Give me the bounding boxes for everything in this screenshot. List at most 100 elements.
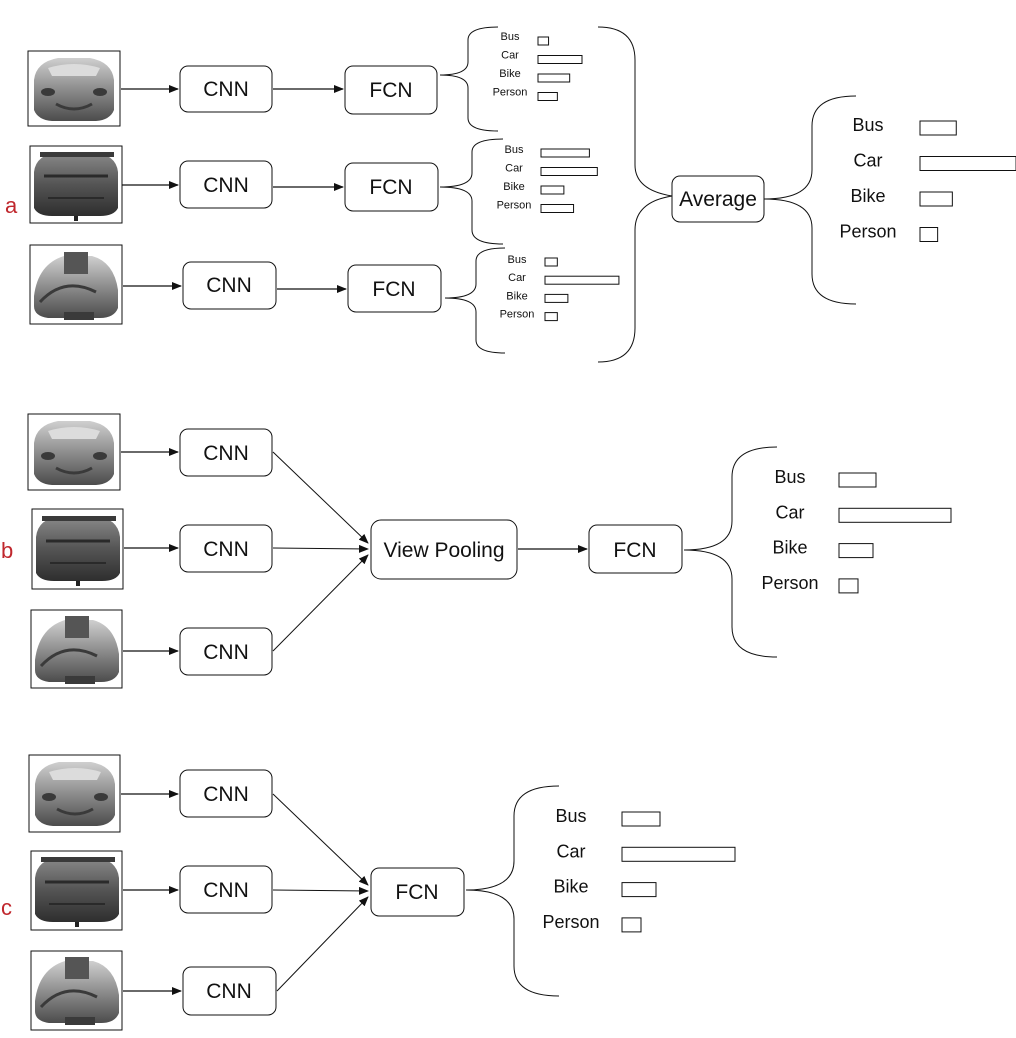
panel-a-letter: a bbox=[5, 193, 18, 218]
cnn-label: CNN bbox=[203, 442, 249, 465]
score-label: Bus bbox=[501, 31, 520, 43]
arrow-cnn-to-pool bbox=[272, 451, 369, 544]
score-label: Bus bbox=[555, 806, 586, 826]
car-front-view-icon bbox=[27, 50, 121, 127]
score-label: Bus bbox=[508, 254, 527, 266]
cnn-label: CNN bbox=[203, 538, 249, 561]
panel-c: c CNN CNN bbox=[1, 754, 736, 1031]
cnn-box bbox=[179, 627, 273, 676]
score-bar bbox=[540, 204, 575, 213]
car-three-quarter-view-icon bbox=[30, 950, 123, 1031]
score-bar bbox=[838, 578, 859, 594]
score-label: Person bbox=[761, 573, 818, 593]
brace bbox=[763, 95, 857, 305]
score-label: Car bbox=[775, 502, 804, 522]
fcn-label: FCN bbox=[369, 79, 412, 102]
car-front-view-icon bbox=[27, 413, 121, 491]
score-label: Bike bbox=[506, 290, 527, 302]
score-bar bbox=[537, 36, 550, 46]
score-label: Car bbox=[853, 151, 882, 171]
score-label: Car bbox=[505, 163, 523, 175]
car-rear-view-icon bbox=[31, 508, 124, 590]
fcn-box bbox=[344, 162, 439, 212]
score-label: Bike bbox=[850, 186, 885, 206]
score-bar bbox=[544, 312, 558, 322]
score-bar bbox=[838, 543, 874, 559]
brace bbox=[683, 446, 778, 658]
score-bar bbox=[621, 811, 661, 827]
score-label: Bus bbox=[774, 467, 805, 487]
fcn-label: FCN bbox=[395, 881, 438, 904]
score-label: Person bbox=[497, 200, 532, 212]
score-bar bbox=[540, 185, 565, 195]
score-bar bbox=[621, 846, 736, 862]
score-label: Person bbox=[500, 309, 535, 321]
arrow-cnn-to-fcn bbox=[276, 896, 369, 992]
cnn-box bbox=[182, 966, 277, 1016]
cnn-label: CNN bbox=[203, 174, 249, 197]
car-three-quarter-view-icon bbox=[29, 244, 123, 325]
view-pooling-box bbox=[370, 519, 518, 580]
brace bbox=[465, 785, 560, 997]
cnn-box bbox=[179, 865, 273, 914]
panel-b-letter: b bbox=[1, 538, 13, 563]
score-bar bbox=[621, 882, 657, 898]
fcn-box bbox=[588, 524, 683, 574]
panel-c-letter: c bbox=[1, 895, 12, 920]
car-three-quarter-view-icon bbox=[30, 609, 123, 689]
car-rear-view-icon bbox=[30, 850, 123, 931]
score-bar bbox=[919, 227, 939, 242]
score-label: Person bbox=[493, 87, 528, 99]
score-label: Person bbox=[839, 222, 896, 242]
average-label: Average bbox=[679, 188, 757, 211]
score-bar bbox=[537, 55, 583, 64]
score-bar bbox=[621, 917, 642, 933]
score-bar bbox=[544, 257, 558, 267]
score-bar bbox=[544, 275, 620, 285]
view-pooling-label: View Pooling bbox=[383, 539, 504, 562]
panel-b: b CNN CNN bbox=[1, 413, 952, 689]
score-bar bbox=[919, 156, 1016, 171]
arrow-cnn-to-pool bbox=[272, 544, 369, 553]
score-label: Car bbox=[508, 272, 526, 284]
cnn-box bbox=[179, 769, 273, 818]
score-bar bbox=[919, 120, 957, 136]
fcn-label: FCN bbox=[369, 176, 412, 199]
fcn-box bbox=[370, 867, 465, 917]
cnn-box bbox=[179, 428, 273, 477]
score-label: Bus bbox=[852, 115, 883, 135]
score-bar bbox=[838, 507, 952, 523]
cnn-label: CNN bbox=[206, 980, 252, 1003]
fcn-box bbox=[344, 65, 438, 115]
brace bbox=[597, 26, 673, 363]
score-label: Bike bbox=[499, 68, 520, 80]
cnn-box bbox=[179, 160, 273, 209]
score-bar bbox=[537, 73, 571, 83]
score-bar bbox=[537, 92, 558, 101]
score-bar bbox=[544, 293, 569, 303]
fcn-label: FCN bbox=[372, 278, 415, 301]
cnn-label: CNN bbox=[203, 78, 249, 101]
score-label: Car bbox=[556, 841, 585, 861]
cnn-label: CNN bbox=[203, 641, 249, 664]
score-label: Bike bbox=[553, 877, 588, 897]
score-label: Bike bbox=[772, 538, 807, 558]
car-rear-view-icon bbox=[29, 145, 123, 224]
score-bar bbox=[838, 472, 877, 488]
cnn-box bbox=[179, 65, 273, 113]
arrow-cnn-to-pool bbox=[272, 554, 369, 652]
brace bbox=[439, 138, 504, 245]
arrow-cnn-to-fcn bbox=[272, 793, 369, 886]
score-bar bbox=[540, 167, 598, 176]
cnn-box bbox=[182, 261, 277, 310]
panel-a: a CNN bbox=[5, 26, 1016, 363]
score-label: Bike bbox=[503, 181, 524, 193]
car-front-view-icon bbox=[28, 754, 121, 833]
cnn-box bbox=[179, 524, 273, 573]
